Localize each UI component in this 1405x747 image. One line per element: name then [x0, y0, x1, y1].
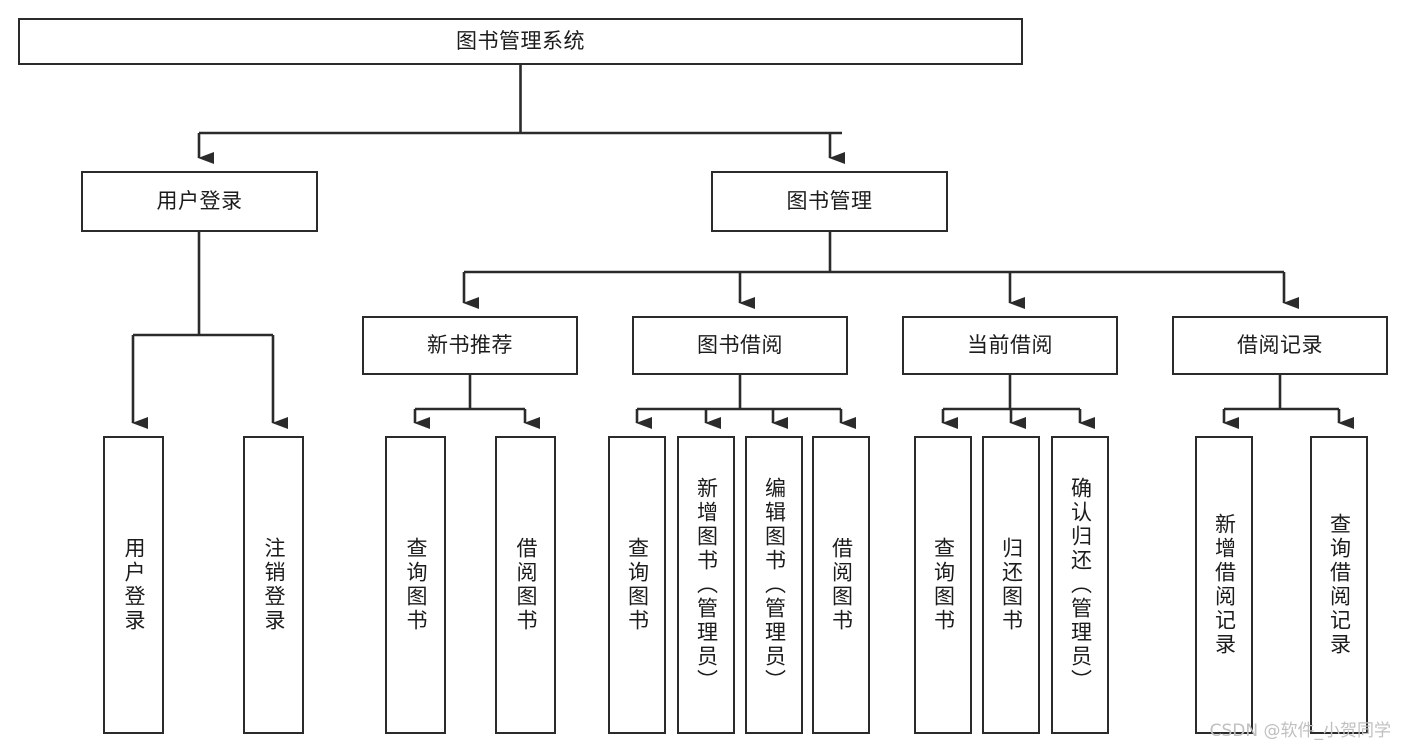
node-leaf-label: 借阅图书: [829, 537, 854, 633]
node-current-borrow-label: 当前借阅: [967, 333, 1053, 358]
node-root-book-management-system[interactable]: 图书管理系统: [18, 18, 1023, 65]
node-leaf-book-borrow-edit[interactable]: 编辑图书（管理员）: [745, 436, 803, 734]
node-leaf-label: 编辑图书（管理员）: [762, 477, 787, 693]
node-book-management[interactable]: 图书管理: [711, 171, 948, 232]
node-root-label: 图书管理系统: [456, 29, 585, 54]
node-leaf-user-login-login[interactable]: 用户登录: [103, 436, 164, 734]
node-leaf-label: 新增借阅记录: [1212, 513, 1237, 657]
node-new-book-recommend-label: 新书推荐: [427, 333, 513, 358]
node-book-borrow[interactable]: 图书借阅: [632, 316, 848, 375]
node-leaf-user-login-logout[interactable]: 注销登录: [243, 436, 304, 734]
node-current-borrow[interactable]: 当前借阅: [902, 316, 1118, 375]
node-leaf-borrow-record-query[interactable]: 查询借阅记录: [1310, 436, 1368, 734]
node-leaf-label: 查询图书: [931, 537, 956, 633]
node-user-login-label: 用户登录: [156, 189, 243, 214]
node-leaf-book-borrow-add[interactable]: 新增图书（管理员）: [677, 436, 735, 734]
node-book-borrow-label: 图书借阅: [697, 333, 783, 358]
node-leaf-label: 查询借阅记录: [1327, 513, 1352, 657]
node-leaf-current-borrow-query[interactable]: 查询图书: [914, 436, 972, 734]
node-leaf-label: 用户登录: [122, 537, 146, 633]
node-leaf-book-borrow-borrow[interactable]: 借阅图书: [812, 436, 870, 734]
node-leaf-borrow-record-add[interactable]: 新增借阅记录: [1195, 436, 1253, 734]
node-leaf-book-borrow-query[interactable]: 查询图书: [608, 436, 666, 734]
node-user-login[interactable]: 用户登录: [81, 171, 318, 232]
node-book-management-label: 图书管理: [786, 189, 873, 214]
node-leaf-label: 归还图书: [999, 537, 1024, 633]
node-leaf-label: 借阅图书: [514, 537, 538, 633]
node-borrow-record-label: 借阅记录: [1237, 333, 1323, 358]
node-leaf-label: 查询图书: [404, 537, 428, 633]
node-leaf-label: 查询图书: [625, 537, 650, 633]
node-new-book-recommend[interactable]: 新书推荐: [362, 316, 578, 375]
node-leaf-label: 注销登录: [262, 537, 286, 633]
node-leaf-current-borrow-return[interactable]: 归还图书: [982, 436, 1040, 734]
node-leaf-label: 新增图书（管理员）: [694, 477, 719, 693]
node-leaf-new-book-borrow[interactable]: 借阅图书: [495, 436, 556, 734]
node-leaf-label: 确认归还（管理员）: [1068, 477, 1093, 693]
node-leaf-new-book-query[interactable]: 查询图书: [385, 436, 446, 734]
node-borrow-record[interactable]: 借阅记录: [1172, 316, 1388, 375]
node-leaf-current-borrow-confirm[interactable]: 确认归还（管理员）: [1051, 436, 1109, 734]
